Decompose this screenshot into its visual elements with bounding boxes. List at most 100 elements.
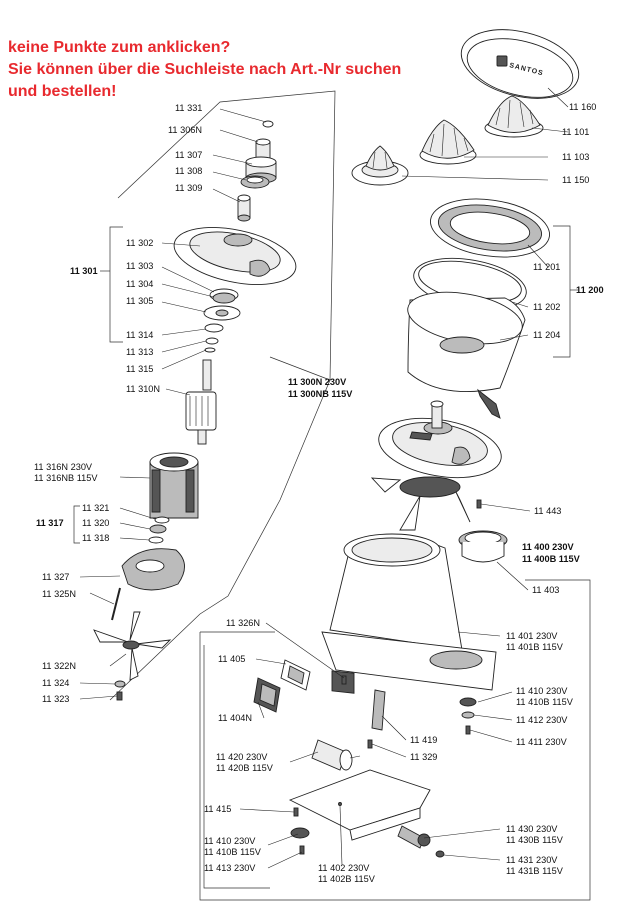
label-11304: 11 304 (126, 279, 153, 289)
label-11320: 11 320 (82, 518, 109, 528)
part-11431-screw (435, 850, 445, 858)
part-11315-clip (204, 347, 216, 353)
label-11403: 11 403 (532, 585, 559, 595)
part-labels: 11 331 11 306N 11 307 11 308 11 309 11 3… (34, 102, 604, 884)
label-11404n: 11 404N (218, 713, 252, 723)
label-11420b: 11 420B 115V (216, 763, 274, 773)
leader-lines (79, 87, 569, 869)
notice-line-2: Sie können über die Suchleiste nach Art.… (8, 61, 402, 78)
part-11405-switch-cover (280, 659, 311, 691)
part-11103-cone (419, 119, 477, 165)
part-11401-housing (321, 533, 497, 694)
label-11303: 11 303 (126, 261, 153, 271)
label-11308: 11 308 (175, 166, 202, 176)
bracket-11200 (553, 225, 571, 358)
label-11316nb: 11 316NB 115V (34, 473, 98, 483)
part-11150-cone (351, 145, 409, 186)
label-11402: 11 402 230V (318, 863, 370, 873)
label-11331: 11 331 (175, 103, 202, 113)
part-11320-bearing (149, 524, 167, 534)
part-11400-cup (458, 530, 508, 563)
bracket-11301 (109, 226, 123, 343)
part-11323-screw (116, 691, 123, 701)
part-11302-top-cover (173, 227, 297, 285)
label-11317: 11 317 (36, 518, 64, 528)
part-11410-foot-right (459, 697, 477, 735)
part-11419-bracket (371, 689, 386, 731)
label-11314: 11 314 (126, 330, 153, 340)
part-11443-screw (476, 499, 482, 509)
part-11325n-screw (111, 587, 121, 621)
part-11310n-rotor-shaft (185, 359, 217, 445)
notice-line-1: keine Punkte zum anklicken? (8, 39, 231, 56)
label-11329: 11 329 (410, 752, 437, 762)
label-11327: 11 327 (42, 572, 69, 582)
part-11413-screw (299, 845, 305, 855)
label-11200: 11 200 (576, 285, 604, 295)
label-11411: 11 411 230V (516, 737, 568, 747)
part-11322n-fan (93, 611, 172, 681)
frame-11300n-tick (269, 356, 331, 381)
label-11318: 11 318 (82, 533, 109, 543)
part-11201-filter (430, 198, 550, 258)
label-11431: 11 431 230V (506, 855, 558, 865)
part-11309-bushing (237, 194, 251, 222)
label-11321: 11 321 (82, 503, 109, 513)
part-11321-ring (154, 516, 170, 524)
part-11300n-rotor (370, 400, 502, 531)
part-11316n-stator (149, 452, 199, 519)
frame-11300n (109, 90, 336, 701)
label-11430b: 11 430B 115V (506, 835, 564, 845)
part-11314-washer (204, 323, 224, 333)
label-11413: 11 413 230V (204, 863, 256, 873)
part-11160-lid: SANTOS (460, 29, 580, 99)
label-11419: 11 419 (410, 735, 437, 745)
label-11420: 11 420 230V (216, 752, 268, 762)
label-11322n: 11 322N (42, 661, 76, 671)
label-11316n: 11 316N 230V (34, 462, 93, 472)
label-11402b: 11 402B 115V (318, 874, 376, 884)
label-11150: 11 150 (562, 175, 589, 185)
label-11400: 11 400 230V (522, 542, 574, 552)
label-11410ba: 11 410B 115V (516, 697, 574, 707)
part-11308-nut (240, 175, 270, 189)
label-11160: 11 160 (569, 102, 596, 112)
notice-line-3: und bestellen! (8, 83, 117, 100)
part-11329-screw (367, 739, 373, 749)
label-11405: 11 405 (218, 654, 245, 664)
label-11306n: 11 306N (168, 125, 202, 135)
frame-11400 (199, 579, 591, 901)
part-11305-plate (203, 305, 241, 321)
label-11310n: 11 310N (126, 384, 160, 394)
part-11304-bearing (212, 292, 236, 304)
label-11400b: 11 400B 115V (522, 554, 581, 564)
label-11300nb: 11 300NB 115V (288, 389, 353, 399)
label-11313: 11 313 (126, 347, 153, 357)
label-11415: 11 415 (204, 804, 231, 814)
bracket-11317 (73, 505, 80, 544)
label-11302: 11 302 (126, 238, 153, 248)
part-11313-washer (205, 337, 219, 345)
part-11430-switch (397, 825, 431, 849)
label-11410a: 11 410 230V (516, 686, 568, 696)
part-11324-nut (114, 680, 126, 688)
label-11202: 11 202 (533, 302, 560, 312)
label-11309: 11 309 (175, 183, 202, 193)
part-11410-foot-left (290, 827, 310, 839)
part-11331-ring (262, 120, 274, 128)
label-11300n: 11 300N 230V (288, 377, 347, 387)
label-11301: 11 301 (70, 266, 98, 276)
label-11430: 11 430 230V (506, 824, 558, 834)
order-notice: keine Punkte zum anklicken? Sie können ü… (8, 37, 401, 103)
label-11305: 11 305 (126, 296, 153, 306)
label-11410c: 11 410 230V (204, 836, 256, 846)
part-11415-screw (293, 807, 299, 817)
part-11326n-screw (341, 675, 347, 685)
part-11327-lower-flange (121, 548, 185, 591)
label-11315: 11 315 (126, 364, 153, 374)
label-11325n: 11 325N (42, 589, 76, 599)
label-11412: 11 412 230V (516, 715, 568, 725)
part-11404n-switch (253, 677, 281, 713)
label-11101: 11 101 (562, 127, 589, 137)
